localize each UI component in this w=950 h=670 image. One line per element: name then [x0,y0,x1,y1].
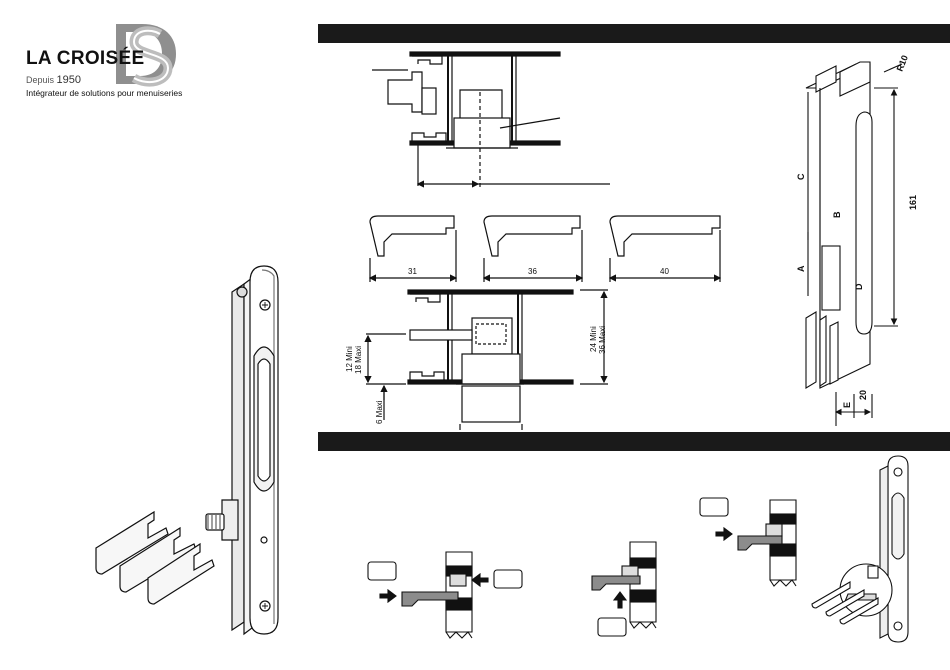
radius-label: R10 [895,54,910,73]
dim-c-label: C [796,173,806,180]
lock-case-illustration [96,266,278,634]
width-label: 20 [858,390,868,400]
section-bar-top [318,24,950,43]
step-illustrations [368,456,908,642]
dim-a-label: A [796,265,806,272]
step-box-4 [700,498,728,516]
cross-section-top [372,52,610,188]
keeper-width-2: 36 [528,267,537,276]
keeper-width-1: 31 [408,267,417,276]
clearance-min: 12 Mini [345,346,354,372]
dim-e-label: E [842,402,852,408]
section-bar-bottom [318,432,950,451]
step-box-3 [598,618,626,636]
dim-b-label: B [832,211,842,218]
keeper-width-3: 40 [660,267,669,276]
arrow-right-icon [716,528,732,540]
arrow-up-icon [614,592,626,608]
clearance-max: 18 Maxi [354,346,363,374]
profile-min: 24 Mini [589,326,598,352]
arrow-left-icon [472,574,488,586]
profile-perspective [806,62,902,426]
step-box-2 [494,570,522,588]
step-box-1 [368,562,396,580]
length-label: 161 [908,195,918,210]
arrow-right-icon [380,590,396,602]
dim-d-label: D [854,283,864,290]
cross-section-bottom [366,290,608,430]
offset-max: 6 Maxi [375,400,384,424]
profile-max: 36 Maxi [598,326,607,354]
